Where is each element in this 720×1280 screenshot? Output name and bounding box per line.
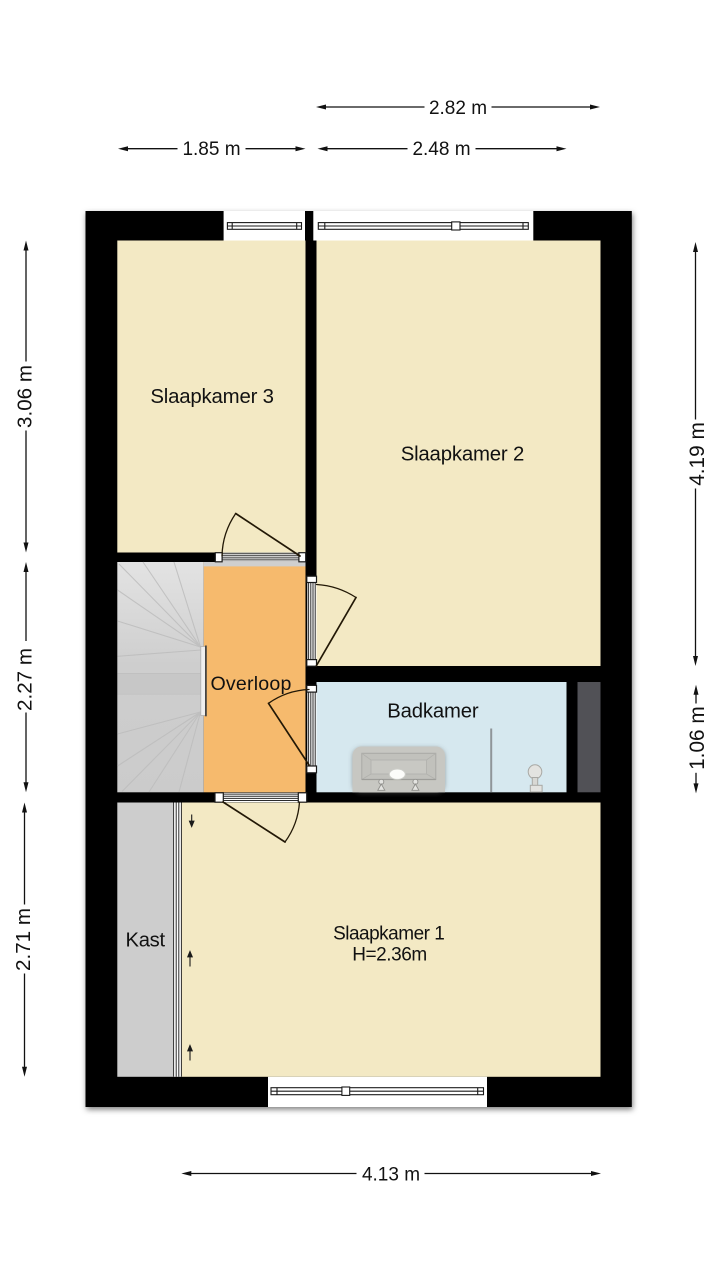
svg-text:Kast: Kast — [125, 930, 165, 952]
svg-text:2.27 m: 2.27 m — [13, 648, 36, 711]
svg-text:Badkamer: Badkamer — [387, 701, 479, 723]
svg-text:H=2.36m: H=2.36m — [352, 945, 426, 966]
svg-text:2.71 m: 2.71 m — [12, 908, 35, 971]
svg-text:1.85 m: 1.85 m — [182, 139, 240, 160]
svg-text:Overloop: Overloop — [210, 673, 291, 695]
svg-text:Slaapkamer 2: Slaapkamer 2 — [401, 443, 524, 465]
svg-text:Slaapkamer 1: Slaapkamer 1 — [333, 923, 444, 944]
svg-text:1.06 m: 1.06 m — [686, 706, 709, 770]
svg-text:4.13 m: 4.13 m — [362, 1164, 420, 1185]
svg-text:3.06 m: 3.06 m — [13, 365, 36, 428]
svg-text:4.19 m: 4.19 m — [686, 422, 709, 486]
svg-text:Slaapkamer 3: Slaapkamer 3 — [150, 386, 273, 408]
svg-text:2.82 m: 2.82 m — [429, 98, 487, 119]
svg-text:2.48 m: 2.48 m — [412, 139, 470, 160]
